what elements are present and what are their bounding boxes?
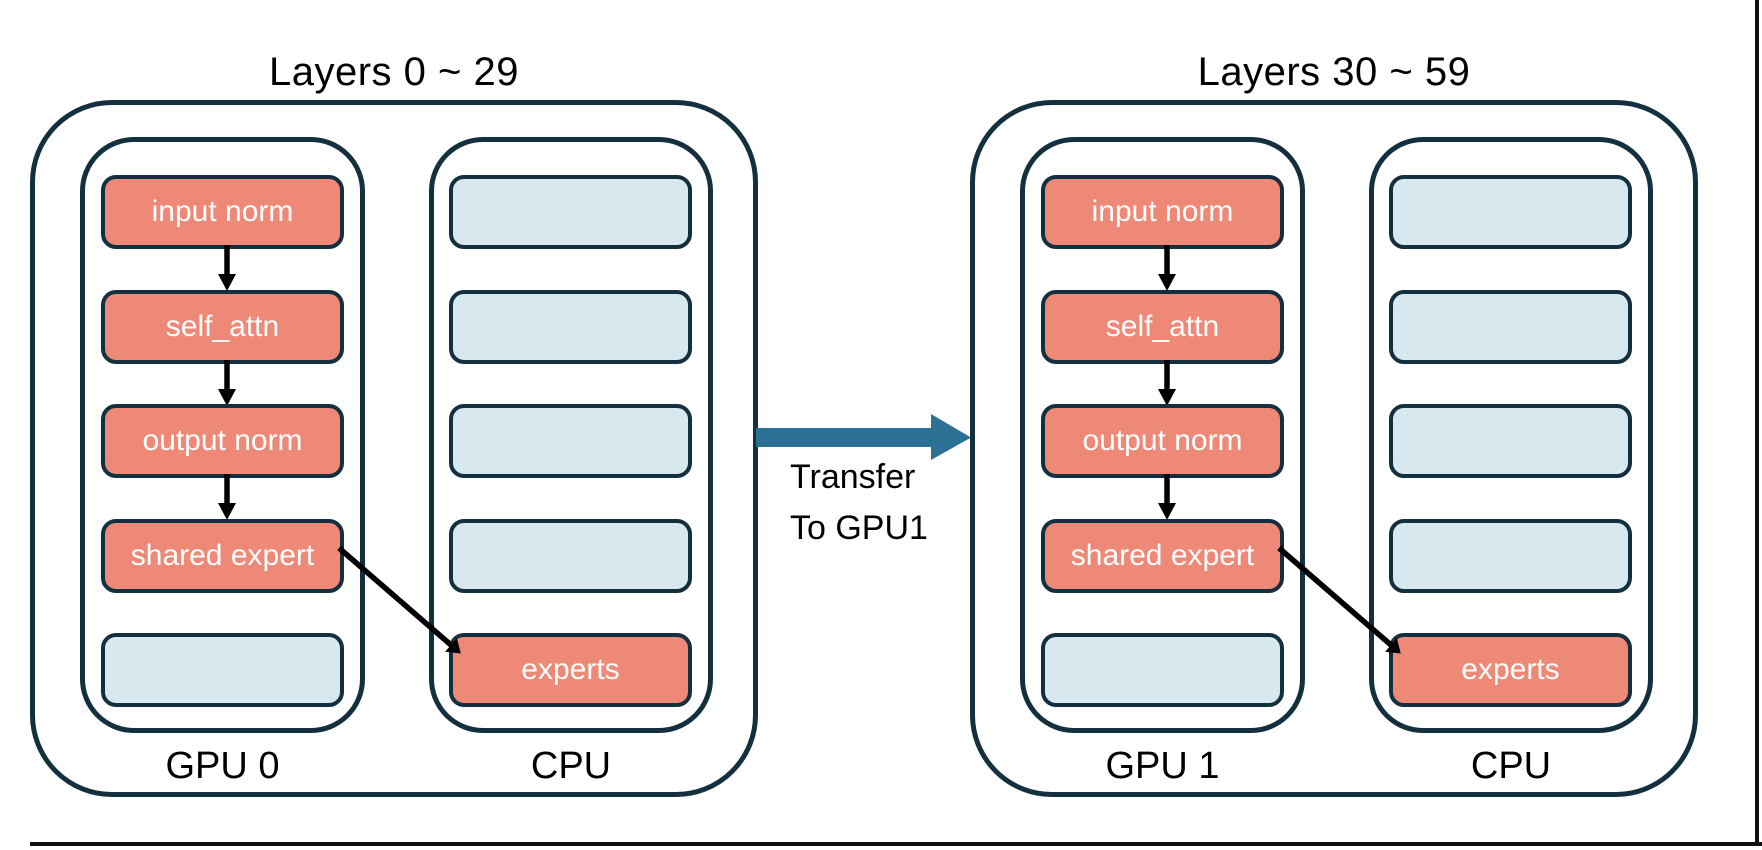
module-box-output-norm: output norm — [1041, 404, 1284, 478]
module-box-label: self_attn — [1105, 310, 1220, 343]
down-arrow-icon — [1156, 360, 1178, 406]
module-box-label: experts — [1461, 653, 1560, 686]
down-arrow-icon — [1156, 474, 1178, 520]
module-box-empty — [1389, 175, 1632, 249]
gpu-column: input norm self_attn output norm shared … — [1020, 137, 1305, 733]
module-box-label: output norm — [142, 424, 303, 457]
module-box-label: experts — [521, 653, 620, 686]
module-box-input-norm: input norm — [1041, 175, 1284, 249]
module-box-empty — [449, 519, 692, 593]
module-box-label: self_attn — [165, 310, 280, 343]
gpu-label: GPU 1 — [1105, 745, 1220, 787]
cpu-label: CPU — [530, 745, 612, 787]
module-box-empty — [1389, 519, 1632, 593]
module-box-input-norm: input norm — [101, 175, 344, 249]
module-box-output-norm: output norm — [101, 404, 344, 478]
down-arrow-icon — [216, 360, 238, 406]
transfer-label: Transfer To GPU1 — [790, 452, 928, 554]
module-box-label: shared expert — [130, 539, 315, 572]
module-box-self-attn: self_attn — [1041, 290, 1284, 364]
module-box-label: output norm — [1082, 424, 1243, 457]
module-box-empty — [449, 404, 692, 478]
transfer-label-line2: To GPU1 — [790, 509, 928, 547]
down-arrow-icon — [1156, 245, 1178, 291]
module-box-empty — [449, 175, 692, 249]
layer-group-container: input norm self_attn output norm shared … — [970, 100, 1698, 797]
cpu-column: experts — [429, 137, 713, 733]
transfer-arrow-icon — [756, 414, 972, 460]
module-box-empty — [1389, 290, 1632, 364]
layer-group-container: input norm self_attn output norm shared … — [30, 100, 758, 797]
module-box-experts: experts — [449, 633, 692, 707]
module-box-empty — [101, 633, 344, 707]
layer-group-title: Layers 30 ~ 59 — [1197, 50, 1471, 94]
module-box-empty — [449, 290, 692, 364]
bottom-edge-line — [30, 842, 1762, 846]
layer-group-1: Layers 30 ~ 59 input norm self_attn outp… — [970, 0, 1698, 850]
module-box-label: input norm — [1091, 195, 1234, 228]
gpu-column: input norm self_attn output norm shared … — [80, 137, 365, 733]
transfer-label-line1: Transfer — [790, 458, 916, 496]
gpu-label: GPU 0 — [165, 745, 280, 787]
layer-group-title: Layers 0 ~ 29 — [269, 50, 519, 94]
module-box-shared-expert: shared expert — [1041, 519, 1284, 593]
module-box-shared-expert: shared expert — [101, 519, 344, 593]
cpu-label: CPU — [1470, 745, 1552, 787]
down-arrow-icon — [216, 245, 238, 291]
module-box-label: input norm — [151, 195, 294, 228]
module-box-self-attn: self_attn — [101, 290, 344, 364]
cpu-column: experts — [1369, 137, 1653, 733]
layer-group-0: Layers 0 ~ 29 input norm self_attn outpu… — [30, 0, 758, 850]
module-box-empty — [1041, 633, 1284, 707]
down-arrow-icon — [216, 474, 238, 520]
module-box-empty — [1389, 404, 1632, 478]
right-edge-line — [1755, 0, 1759, 846]
module-box-experts: experts — [1389, 633, 1632, 707]
module-box-label: shared expert — [1070, 539, 1255, 572]
